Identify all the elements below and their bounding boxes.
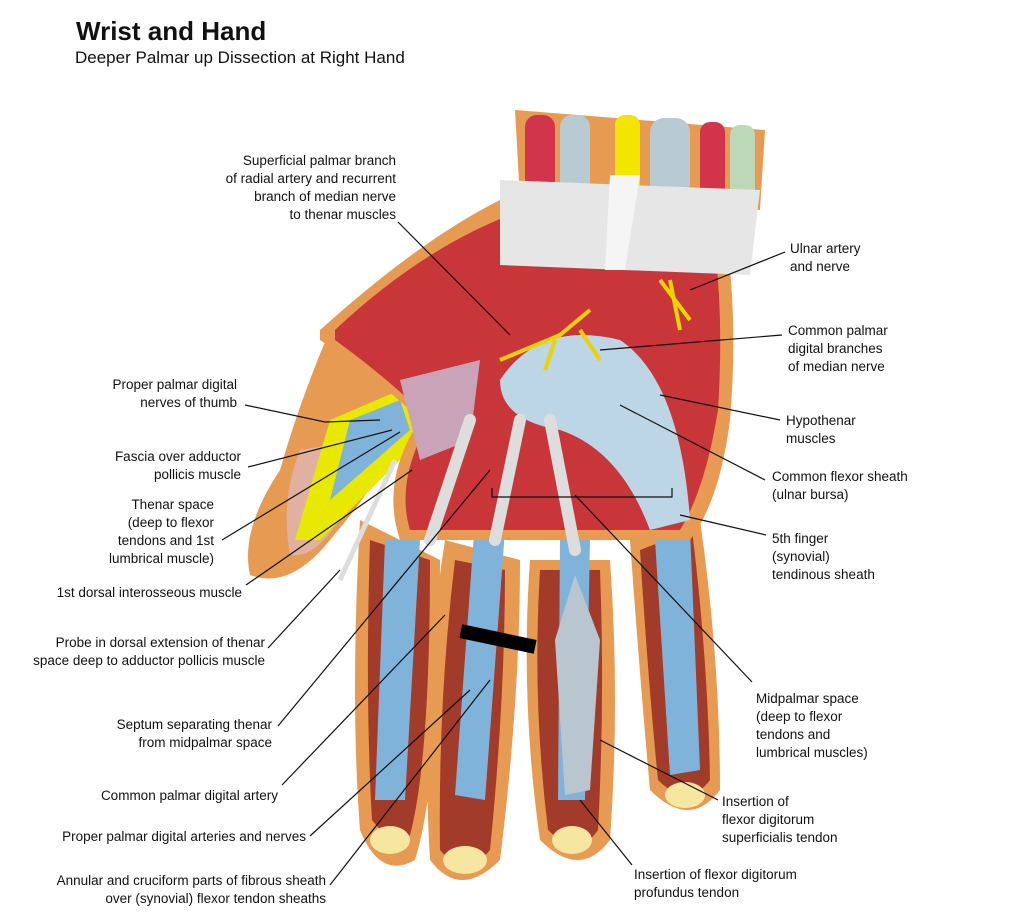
label-proper-palmar-digital-arteries: Proper palmar digital arteries and nerve… [62, 829, 306, 844]
wrist-tendons [500, 110, 765, 275]
label-thenar-space: Thenar space (deep to flexor tendons and… [108, 497, 214, 566]
fingers [355, 520, 720, 880]
label-ulnar-artery: Ulnar artery and nerve [790, 241, 861, 274]
diagram-subtitle: Deeper Palmar up Dissection at Right Han… [75, 48, 405, 67]
label-superficial-palmar-branch: Superficial palmar branch of radial arte… [225, 153, 396, 222]
label-proper-palmar-digital-nerves-thumb: Proper palmar digital nerves of thumb [112, 377, 237, 410]
label-hypothenar-muscles: Hypothenar muscles [786, 413, 856, 446]
label-common-palmar-digital-artery: Common palmar digital artery [100, 788, 278, 803]
label-annular-cruciform: Annular and cruciform parts of fibrous s… [56, 873, 326, 906]
label-common-palmar-digital-branches: Common palmar digital branches of median… [788, 323, 888, 374]
label-common-flexor-sheath: Common flexor sheath (ulnar bursa) [772, 469, 908, 502]
label-fifth-finger-sheath: 5th finger (synovial) tendinous sheath [772, 531, 875, 582]
label-first-dorsal-interosseous: 1st dorsal interosseous muscle [56, 585, 242, 600]
label-midpalmar-space: Midpalmar space (deep to flexor tendons … [756, 691, 868, 760]
label-fascia-adductor-pollicis: Fascia over adductor pollicis muscle [114, 449, 241, 482]
diagram-title: Wrist and Hand [76, 16, 267, 46]
leader-lines [221, 221, 786, 886]
label-insertion-superficialis: Insertion of flexor digitorum superficia… [722, 794, 838, 845]
label-probe: Probe in dorsal extension of thenar spac… [33, 635, 265, 668]
label-insertion-profundus: Insertion of flexor digitorum profundus … [634, 867, 797, 900]
label-septum: Septum separating thenar from midpalmar … [116, 717, 272, 750]
